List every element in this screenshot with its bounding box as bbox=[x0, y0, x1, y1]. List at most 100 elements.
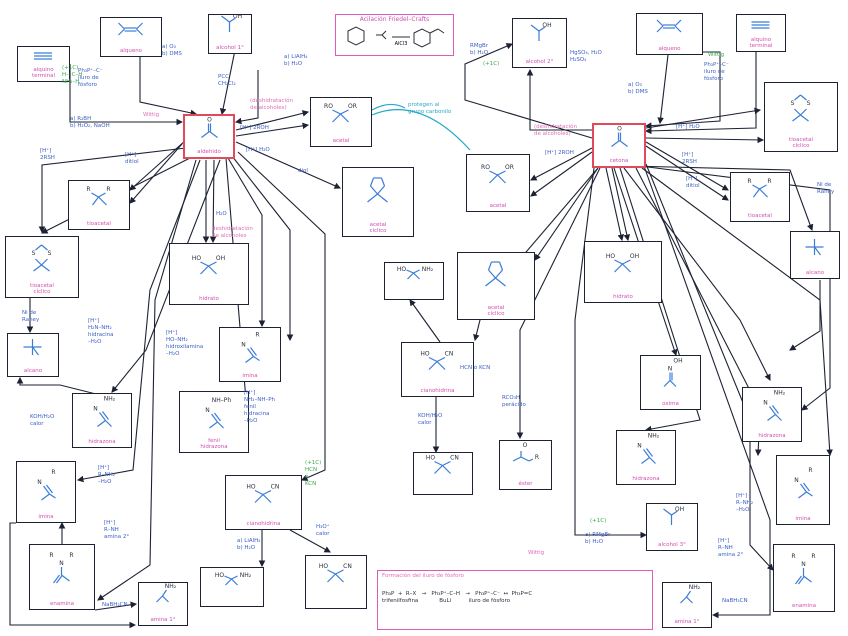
reaction-arrow bbox=[516, 167, 601, 440]
alqueno-l-box: alqueno bbox=[100, 17, 162, 57]
amina-1-l-structure: NH₂ bbox=[156, 583, 177, 603]
friedel-crafts-scheme: AlCl3 bbox=[347, 26, 445, 48]
atom-label: HO bbox=[426, 455, 436, 462]
atom-label: R bbox=[808, 467, 812, 474]
imina-l-structure: RN bbox=[241, 332, 260, 363]
atom-label: NH₂ bbox=[689, 584, 701, 591]
acetal-ciclico-l-label: acetal cíclico bbox=[369, 222, 387, 234]
reaction-arrow bbox=[38, 147, 187, 234]
alqueno-r-label: alqueno bbox=[658, 46, 681, 52]
n-h2roh-reagent: [H⁺] 2ROH bbox=[240, 125, 269, 131]
atom-label: N bbox=[93, 406, 98, 413]
atom-label: HO bbox=[397, 266, 407, 273]
atom-label: OR bbox=[505, 164, 514, 171]
n-2rsh-reagent: [H⁺] 2RSH bbox=[40, 148, 55, 161]
atom-label: N bbox=[241, 342, 246, 349]
alqueno-r-box: alqueno bbox=[636, 13, 703, 55]
fenil-hidrazona-label: fenil hidrazona bbox=[200, 438, 228, 450]
n-h-h2o-r-reagent: [H⁺] H₂O bbox=[676, 124, 700, 130]
reaction-arrow bbox=[139, 57, 198, 117]
tioacetal-ciclico-l-label: tioacetal cíclico bbox=[30, 283, 54, 295]
reaction-arrow bbox=[644, 52, 757, 135]
n-lialh2-reagent: a) LiAlH₄ b) H₂O bbox=[237, 538, 261, 551]
acetal-ciclico-r-box: acetal cíclico bbox=[457, 252, 535, 320]
atom-label: S bbox=[32, 250, 36, 257]
reaction-arrow bbox=[129, 139, 187, 191]
atom-label: R bbox=[791, 553, 795, 560]
reaction-arrow bbox=[534, 167, 599, 261]
atom-label: N bbox=[637, 443, 642, 450]
acetal-r-structure: RO OR bbox=[481, 164, 514, 184]
n-lialh-reagent: a) LiAlH₄ b) H₂O bbox=[284, 54, 308, 67]
n-protectBlue-reagent: protegen al grupo carbonilo bbox=[408, 102, 452, 115]
n-amina2-r-reagent: [H⁺] R–NH amina 2° bbox=[718, 538, 744, 558]
n-h3o-reagent: H₃O⁺ calor bbox=[316, 524, 330, 537]
alcano-r-box: alcano bbox=[790, 231, 840, 279]
n-ylide-reagent: Ph₃P⁺–C⁻ iluro de fósforo bbox=[78, 68, 103, 88]
n-diol-reagent: diol bbox=[298, 168, 308, 174]
atom-label: O bbox=[523, 442, 528, 449]
oxima-r-label: oxima bbox=[662, 401, 679, 407]
n-h2roh-r-reagent: [H⁺] 2ROH bbox=[545, 150, 574, 156]
acetal-ciclico-r-structure bbox=[485, 261, 506, 287]
reaction-arrow bbox=[605, 167, 625, 242]
hidrato-r-label: hidrato bbox=[613, 294, 633, 300]
n-r2bh-reagent: a) R₂BH b) H₂O₂, NaOH bbox=[70, 116, 110, 129]
alcohol-1-label: alcohol 1° bbox=[216, 45, 244, 51]
imina-r-label: imina bbox=[795, 516, 811, 522]
n-phnh-reagent: [H⁺] NH₂–NH–Ph fenil hidracina –H₂O bbox=[244, 390, 276, 424]
n-dein-reagent: Wittig bbox=[528, 550, 545, 556]
n-o3-r-reagent: a) O₃ b) DMS bbox=[628, 82, 648, 95]
n-hgso4-r-reagent: HgSO₄, H₂O H₂SO₄ bbox=[570, 50, 602, 63]
ester-structure: RO bbox=[512, 442, 539, 462]
atom-label: R bbox=[86, 186, 90, 193]
cianohidrina-r-label: cianohidrina bbox=[420, 388, 455, 394]
imina-bottom-l-label: imina bbox=[38, 514, 54, 520]
amina-1-r-structure: NH₂ bbox=[680, 584, 701, 604]
reaction-arrow bbox=[629, 165, 814, 232]
reaction-arrow bbox=[237, 151, 326, 481]
alcohol-1-structure: OH bbox=[221, 15, 242, 32]
n-wittig-reagent: Wittig bbox=[143, 112, 160, 118]
n-rcooh-reagent: RCO₃H perácido bbox=[502, 395, 526, 408]
atom-label: NH₂ bbox=[104, 396, 116, 403]
alcano-l-label: alcano bbox=[23, 368, 43, 374]
alcohol-3-label: alcohol 3° bbox=[658, 542, 686, 548]
atom-label: R bbox=[106, 186, 110, 193]
amina-1-r-label: amina 1° bbox=[674, 619, 700, 625]
atom-label: N bbox=[794, 477, 799, 484]
enamina-l-label: enamina bbox=[50, 601, 74, 607]
alquino-r-label: alquino terminal bbox=[749, 37, 773, 49]
n-deshid-reagent: deshidratación de alcoholes bbox=[212, 226, 253, 239]
alcano-l-box: alcano bbox=[7, 333, 59, 377]
acetal-r-label: acetal bbox=[489, 203, 507, 209]
atom-label: R bbox=[69, 552, 73, 559]
n-nh2oh-reagent: [H⁺] HO–NH₂ hidroxilamina –H₂O bbox=[166, 330, 204, 357]
atom-label: RO bbox=[481, 164, 490, 171]
reaction-arrow bbox=[645, 141, 729, 191]
reaction-arrow bbox=[409, 299, 441, 343]
n-plus1c-r-reagent: (+1C) bbox=[590, 518, 607, 524]
iluro-title: Formación del iluro de fósforo bbox=[382, 573, 464, 579]
